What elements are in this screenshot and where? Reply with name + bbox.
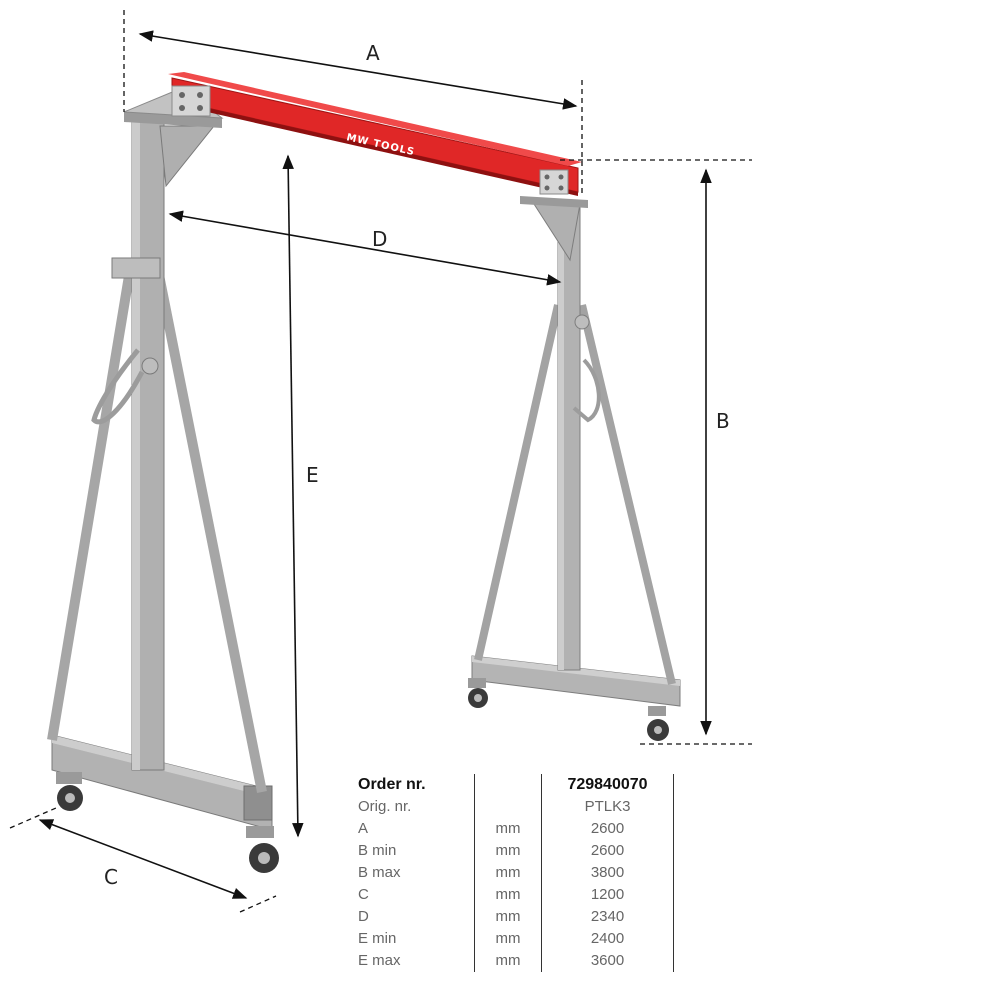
- dimension-c-label: C: [104, 865, 118, 889]
- spec-row-label: E max: [358, 952, 401, 969]
- spec-row-unit: mm: [474, 928, 542, 950]
- spec-row-label: A: [358, 820, 369, 837]
- spec-row-label: B min: [358, 842, 397, 859]
- dimension-c-line: [38, 819, 248, 899]
- spec-row-value: 2600: [541, 818, 674, 840]
- spec-row-label: E min: [358, 930, 397, 947]
- spec-header-value: 729840070: [541, 774, 674, 796]
- left-support-frame: [47, 87, 279, 873]
- spec-header-unit: [474, 774, 542, 796]
- i-beam-shadow: [172, 100, 578, 196]
- spec-header-label: Order nr.: [358, 776, 426, 793]
- dimension-e-line: [282, 154, 304, 838]
- spec-row-value: 2600: [541, 840, 674, 862]
- spec-table-header-row: Order nr. 729840070: [344, 774, 674, 796]
- spec-row-label: D: [358, 908, 369, 925]
- dimension-e-label: E: [306, 463, 319, 487]
- dimension-b-label: B: [716, 409, 730, 433]
- spec-row-value: 2340: [541, 906, 674, 928]
- spec-row-value: 3600: [541, 950, 674, 972]
- spec-row-unit: mm: [474, 884, 542, 906]
- spec-row-unit: mm: [474, 862, 542, 884]
- spec-row-unit: mm: [474, 950, 542, 972]
- caster-wheel: [468, 678, 488, 708]
- i-beam-web: [171, 77, 579, 193]
- spec-row-unit: mm: [474, 818, 542, 840]
- i-beam: MW TOOLS: [168, 72, 582, 196]
- dimension-lines: [9, 10, 752, 913]
- dimension-d-label: D: [372, 227, 387, 251]
- spec-row-value: 2400: [541, 928, 674, 950]
- spec-row-label: C: [358, 886, 369, 903]
- caster-wheel: [56, 772, 83, 811]
- caster-wheel: [647, 706, 669, 741]
- caster-wheel: [246, 826, 279, 873]
- spec-table-row: Orig. nr. PTLK3: [344, 796, 674, 818]
- spec-row-value: 1200: [541, 884, 674, 906]
- dimension-a-line: [138, 30, 578, 110]
- spec-row-value: PTLK3: [541, 796, 674, 818]
- spec-row-label: B max: [358, 864, 401, 881]
- right-support-frame: [468, 196, 681, 741]
- spec-row-unit: [474, 796, 542, 818]
- spec-row-value: 3800: [541, 862, 674, 884]
- spec-row-unit: mm: [474, 906, 542, 928]
- dimension-d-line: [168, 210, 562, 286]
- i-beam-top-flange: [168, 72, 582, 166]
- dimension-a-label: A: [366, 41, 380, 65]
- spec-row-unit: mm: [474, 840, 542, 862]
- spec-row-label: Orig. nr.: [358, 798, 412, 815]
